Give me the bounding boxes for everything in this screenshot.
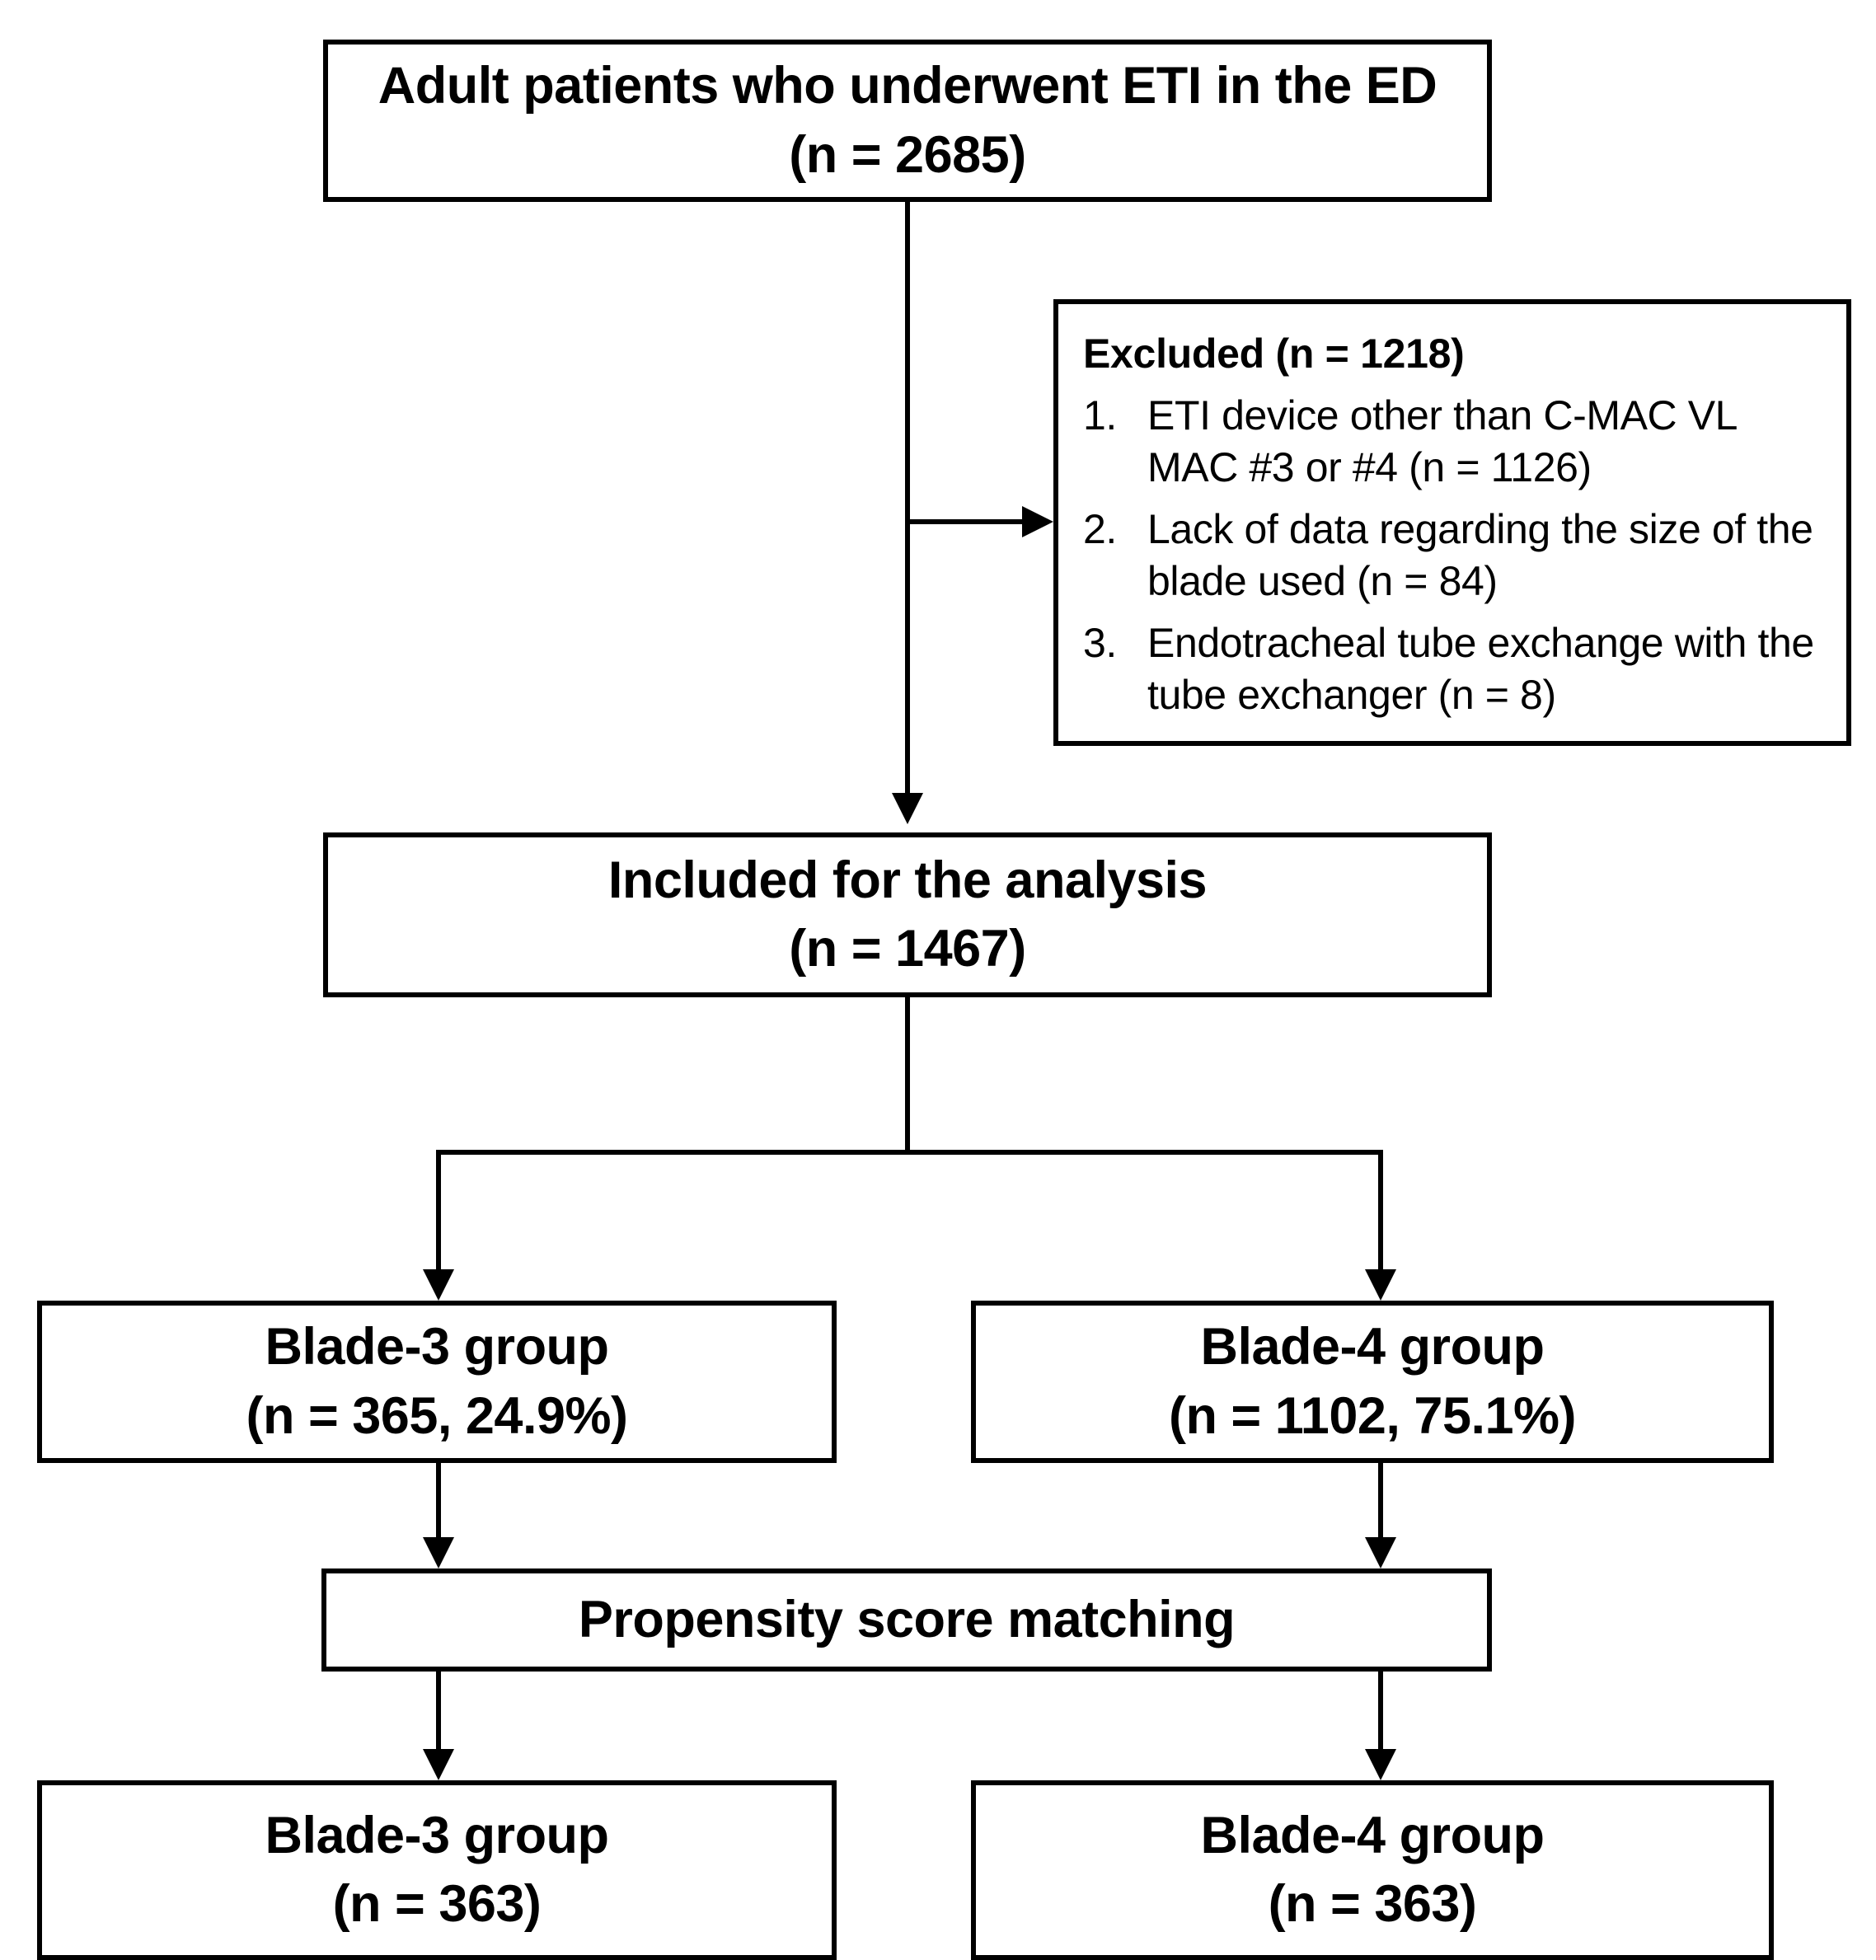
excluded-reason-item: 1. ETI device other than C-MAC VL MAC #3…	[1083, 390, 1825, 494]
node-blade3-group-postmatch: Blade-3 group (n = 363)	[37, 1780, 837, 1960]
node-blade4-post-line1: Blade-4 group	[1200, 1806, 1545, 1864]
node-blade4-group-prematch: Blade-4 group (n = 1102, 75.1%)	[971, 1301, 1774, 1463]
node-blade4-post-line2: (n = 363)	[1268, 1875, 1477, 1933]
node-blade4-group-postmatch: Blade-4 group (n = 363)	[971, 1780, 1774, 1960]
excluded-reason-item: 3. Endotracheal tube exchange with the t…	[1083, 617, 1825, 721]
node-source-line1: Adult patients who underwent ETI in the …	[378, 57, 1437, 115]
excluded-reason-text: Endotracheal tube exchange with the tube…	[1147, 620, 1814, 718]
node-blade3-post-line1: Blade-3 group	[265, 1806, 609, 1864]
connector-source-to-excluded	[905, 519, 1027, 524]
connector-psm-to-blade4	[1378, 1672, 1383, 1749]
excluded-reason-text: Lack of data regarding the size of the b…	[1147, 506, 1813, 604]
connector-psm-to-blade3	[436, 1672, 441, 1749]
node-blade3-group-prematch: Blade-3 group (n = 365, 24.9%)	[37, 1301, 837, 1463]
arrowhead-blade3-to-psm	[423, 1537, 454, 1568]
excluded-reason-number: 3.	[1083, 620, 1117, 666]
node-source-population: Adult patients who underwent ETI in the …	[323, 40, 1492, 202]
arrowhead-included-to-blade4	[1365, 1269, 1396, 1301]
node-source-line2: (n = 2685)	[789, 125, 1026, 184]
connector-source-to-included	[905, 202, 910, 793]
arrowhead-source-to-included	[892, 793, 923, 824]
node-propensity-score-matching: Propensity score matching	[321, 1568, 1492, 1672]
connector-blade4-to-psm	[1378, 1463, 1383, 1537]
node-blade3-pre-line2: (n = 365, 24.9%)	[246, 1386, 629, 1445]
arrowhead-psm-to-blade3	[423, 1749, 454, 1780]
excluded-reason-text: ETI device other than C-MAC VL MAC #3 or…	[1147, 392, 1737, 490]
arrowhead-blade4-to-psm	[1365, 1537, 1396, 1568]
node-blade4-pre-line1: Blade-4 group	[1200, 1318, 1545, 1376]
node-excluded: Excluded (n = 1218) 1. ETI device other …	[1053, 299, 1851, 746]
excluded-reason-item: 2. Lack of data regarding the size of th…	[1083, 504, 1825, 607]
connector-included-split-bar	[436, 1150, 1383, 1155]
node-included-line2: (n = 1467)	[789, 920, 1026, 978]
excluded-reason-number: 2.	[1083, 506, 1117, 552]
connector-included-to-blade3	[436, 1150, 441, 1269]
node-blade4-pre-line2: (n = 1102, 75.1%)	[1168, 1386, 1577, 1445]
excluded-reason-list: 1. ETI device other than C-MAC VL MAC #3…	[1083, 390, 1825, 721]
connector-included-to-blade4	[1378, 1150, 1383, 1269]
connector-blade3-to-psm	[436, 1463, 441, 1537]
node-blade3-pre-line1: Blade-3 group	[265, 1318, 609, 1376]
node-psm-line1: Propensity score matching	[578, 1590, 1236, 1648]
excluded-title: Excluded (n = 1218)	[1083, 331, 1465, 377]
excluded-reason-number: 1.	[1083, 392, 1117, 438]
arrowhead-source-to-excluded	[1022, 506, 1053, 537]
arrowhead-included-to-blade3	[423, 1269, 454, 1301]
connector-included-stem	[905, 997, 910, 1155]
node-blade3-post-line2: (n = 363)	[332, 1875, 542, 1933]
node-included-line1: Included for the analysis	[607, 851, 1208, 909]
node-included-for-analysis: Included for the analysis (n = 1467)	[323, 832, 1492, 997]
arrowhead-psm-to-blade4	[1365, 1749, 1396, 1780]
